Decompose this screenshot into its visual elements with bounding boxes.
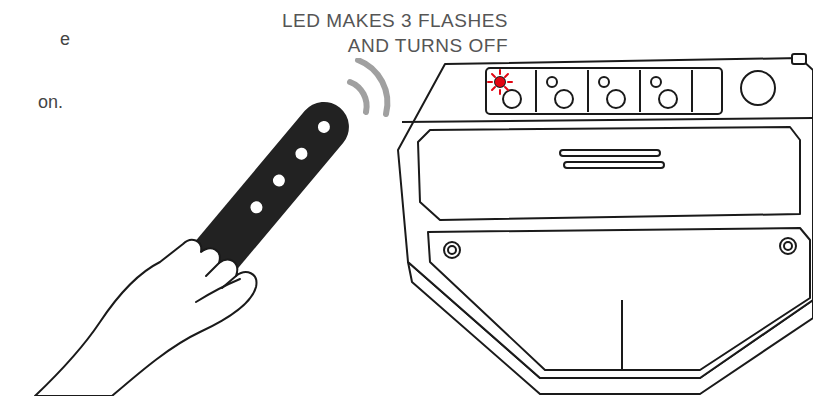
thumb-line [196,279,240,302]
screw [444,242,460,258]
signal-waves [350,60,387,114]
led [547,77,557,87]
flash-ray [488,81,492,83]
bay-divider [587,70,589,112]
push-button [503,90,521,108]
finger-line [222,276,236,288]
screw [448,246,456,254]
button-bay [486,68,722,114]
screw [784,242,792,250]
remote-key [315,118,332,135]
bay-divider [691,70,693,112]
finger-line [206,263,219,276]
remote-key [248,199,265,216]
screw [780,238,796,254]
led [495,77,505,87]
device-top [398,58,813,378]
flash-ray [499,70,501,74]
cut-off-text: on. [38,91,63,114]
push-button [607,90,625,108]
cover-slot [564,162,664,168]
flash-ray [508,81,512,83]
led [599,77,609,87]
led-lit [496,78,504,86]
header-edge [402,118,813,122]
lower-cover [428,228,810,370]
main-button [741,71,775,105]
signal-arc [350,82,367,112]
bay-divider [535,70,537,112]
controller-device [398,54,813,394]
hand-outline [35,240,256,396]
cut-off-text: e [60,28,70,51]
callout-note: LED MAKES 3 FLASHES AND TURNS OFF [258,9,508,58]
flash-ray [499,90,501,94]
remote-key [270,172,287,189]
remote-key [293,145,310,162]
push-button [555,90,573,108]
flash-ray [492,87,495,90]
cover-split [621,300,623,370]
bay-divider [639,70,641,112]
signal-arc [358,60,387,114]
flash-ray [492,74,495,77]
hand [35,240,256,396]
push-button [659,90,677,108]
led-flash [488,70,512,94]
cover-slot [560,150,660,156]
flash-ray [505,87,508,90]
led [651,77,661,87]
upper-cover [418,127,800,220]
device-tab [792,54,806,64]
flash-ray [505,74,508,77]
